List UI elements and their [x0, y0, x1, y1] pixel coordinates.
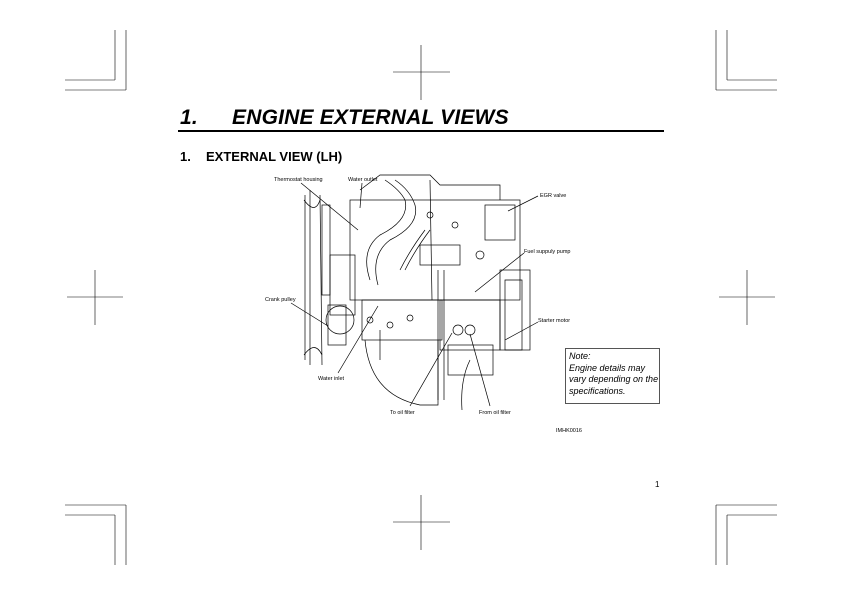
note-line: Engine details may	[569, 362, 646, 373]
chapter-title: 1.ENGINE EXTERNAL VIEWS	[180, 106, 509, 129]
note-line: vary depending on the	[569, 374, 659, 384]
note-heading: Note:	[569, 351, 591, 361]
label-thermostat-housing: Thermostat housing	[274, 177, 323, 183]
label-to-oil-filter: To oil filter	[390, 410, 415, 416]
label-fuel-supply-pump: Fuel suppuly pump	[524, 249, 571, 255]
page-number: 1	[655, 480, 660, 489]
note-line: specifications.	[569, 385, 626, 396]
section-title: 1.EXTERNAL VIEW (LH)	[180, 149, 343, 164]
label-crank-pulley: Crank pulley	[265, 297, 296, 303]
label-water-inlet: Water inlet	[318, 376, 345, 382]
label-egr-valve: EGR valve	[540, 193, 567, 199]
label-from-oil-filter: From oil filter	[479, 410, 511, 416]
label-starter-motor: Starter motor	[538, 318, 571, 324]
label-water-outlet: Water outlet	[348, 177, 378, 183]
title-rule	[178, 130, 664, 132]
figure-code: IMHK0016	[556, 428, 582, 434]
note-box: Note: Engine details may vary depending …	[565, 348, 660, 404]
